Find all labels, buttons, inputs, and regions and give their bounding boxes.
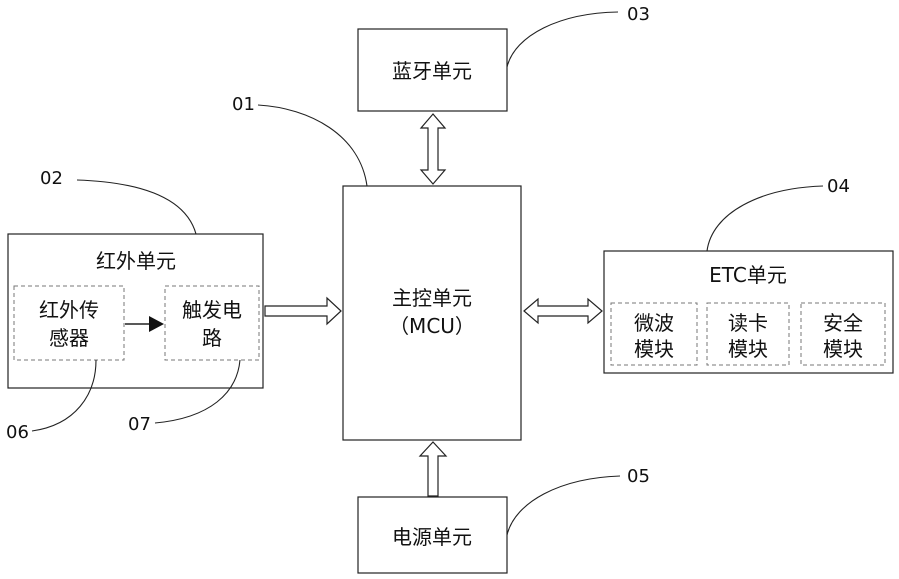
- security-module-label-2: 模块: [823, 337, 863, 361]
- ref-main: 01: [232, 94, 255, 115]
- power-unit-label: 电源单元: [392, 525, 472, 549]
- ref-power: 05: [627, 466, 650, 487]
- ref-etc: 04: [827, 176, 850, 197]
- leader-trigger: [155, 360, 240, 423]
- microwave-module-label-1: 微波: [634, 311, 674, 335]
- leader-sensor: [32, 360, 96, 431]
- microwave-module-label-2: 模块: [634, 337, 674, 361]
- leader-etc: [707, 186, 823, 251]
- security-module-label-1: 安全: [823, 311, 863, 335]
- bluetooth-unit-label: 蓝牙单元: [392, 59, 472, 83]
- sensor-trigger-arrowhead: [149, 316, 164, 332]
- power-main-arrow: [420, 442, 446, 496]
- trigger-circuit-label-2: 路: [202, 326, 222, 350]
- leader-power: [507, 476, 620, 535]
- card-reader-module-label-1: 读卡: [728, 311, 768, 335]
- trigger-circuit-label-1: 触发电: [182, 298, 242, 322]
- infrared-main-arrow: [265, 298, 341, 324]
- infrared-sensor-label-1: 红外传: [39, 298, 99, 322]
- ref-infrared: 02: [40, 168, 63, 189]
- leader-bluetooth: [507, 12, 618, 67]
- leader-infrared: [77, 180, 196, 234]
- ref-bluetooth: 03: [627, 4, 650, 25]
- card-reader-module-label-2: 模块: [728, 337, 768, 361]
- main-unit-sublabel: （MCU）: [389, 314, 475, 338]
- leader-main: [258, 105, 367, 186]
- ref-sensor: 06: [6, 422, 29, 443]
- bluetooth-main-arrow: [421, 114, 445, 184]
- main-unit-box: [343, 186, 521, 440]
- main-unit-label: 主控单元: [392, 286, 472, 310]
- infrared-unit-title: 红外单元: [96, 249, 176, 273]
- etc-unit-title: ETC单元: [709, 263, 787, 287]
- infrared-sensor-label-2: 感器: [49, 326, 89, 350]
- ref-trigger: 07: [128, 414, 151, 435]
- main-etc-arrow: [524, 299, 602, 323]
